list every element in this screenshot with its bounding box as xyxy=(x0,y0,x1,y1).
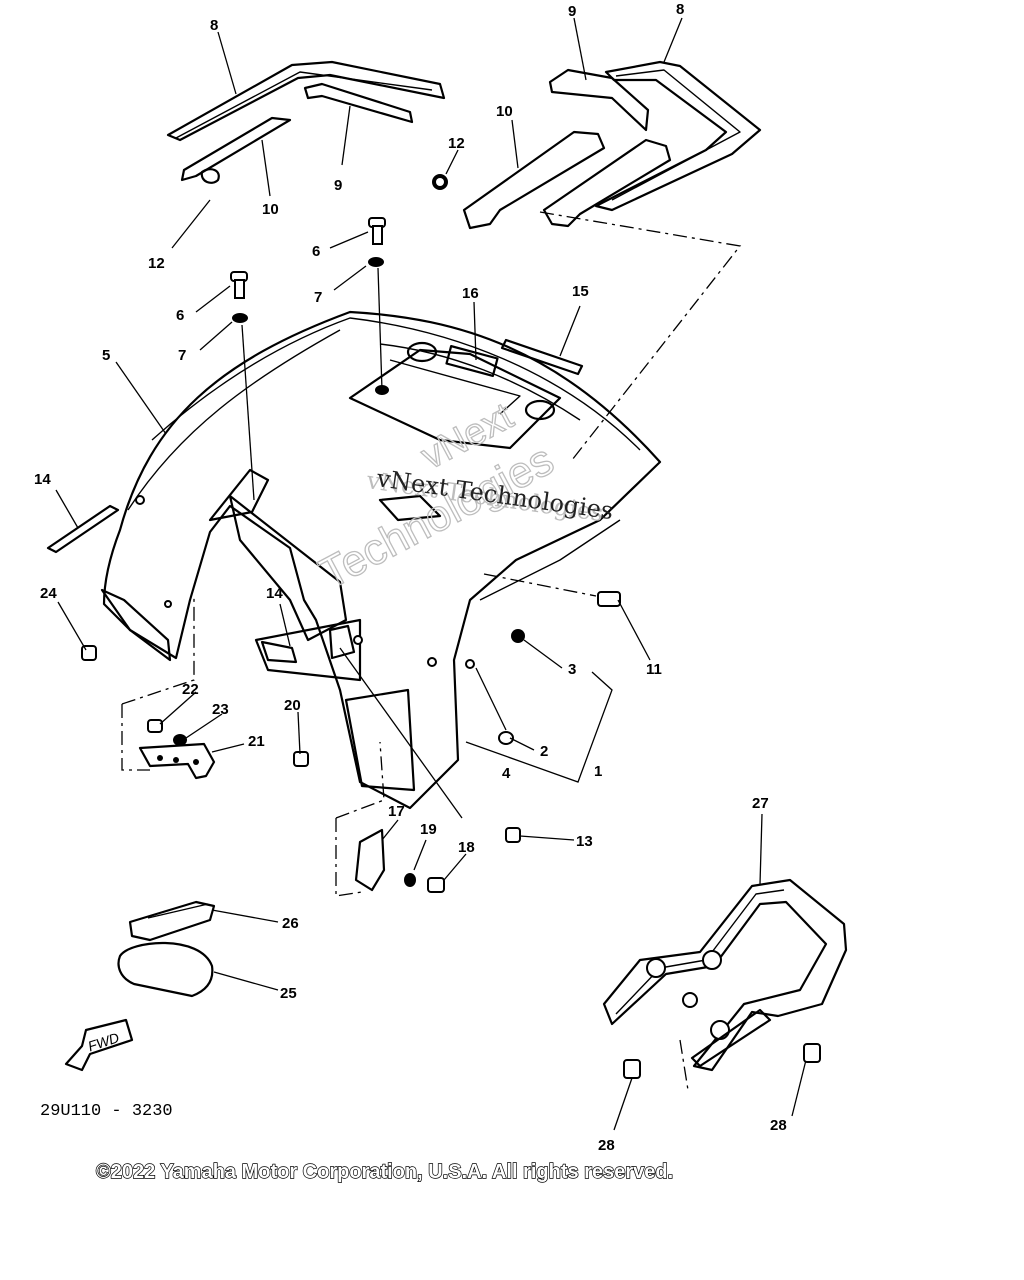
callout-6-lower: 6 xyxy=(176,307,184,324)
brackets xyxy=(81,591,621,893)
callout-11: 11 xyxy=(646,661,662,678)
drawing-code: 29U110 - 3230 xyxy=(40,1102,173,1121)
callout-19: 19 xyxy=(420,821,437,838)
callout-16: 16 xyxy=(462,285,479,302)
callout-22: 22 xyxy=(182,681,199,698)
seat-pad xyxy=(117,900,216,998)
callout-12-left: 12 xyxy=(148,255,165,272)
callout-2: 2 xyxy=(540,743,548,760)
callout-1: 1 xyxy=(594,763,602,780)
plate-group-right xyxy=(432,60,762,230)
rear-fender xyxy=(100,310,662,810)
plate-group-left xyxy=(166,60,446,184)
callout-10-right: 10 xyxy=(496,103,513,120)
callout-15: 15 xyxy=(572,283,589,300)
callout-28-right: 28 xyxy=(770,1117,787,1134)
callout-24: 24 xyxy=(40,585,57,602)
decals xyxy=(46,338,584,554)
fwd-arrow: FWD xyxy=(64,1018,134,1072)
callout-9-right: 9 xyxy=(568,3,576,20)
callout-28-left: 28 xyxy=(598,1137,615,1154)
callout-23: 23 xyxy=(212,701,229,718)
leader-lines xyxy=(55,17,807,1131)
bolts-and-washers xyxy=(230,217,386,501)
callout-7-upper: 7 xyxy=(314,289,322,306)
callout-21: 21 xyxy=(248,733,265,750)
callout-9-left: 9 xyxy=(334,177,342,194)
callout-6-upper: 6 xyxy=(312,243,320,260)
callout-5: 5 xyxy=(102,347,110,364)
callouts: 8 9 8 9 10 10 12 12 6 6 7 7 16 15 5 14 1… xyxy=(34,1,787,1154)
callout-10-left: 10 xyxy=(262,201,279,218)
copyright-notice: ©2022 Yamaha Motor Corporation, U.S.A. A… xyxy=(96,1161,673,1183)
callout-27: 27 xyxy=(752,795,769,812)
callout-7-lower: 7 xyxy=(178,347,186,364)
callout-20: 20 xyxy=(284,697,301,714)
callout-4: 4 xyxy=(502,765,511,782)
callout-3: 3 xyxy=(568,661,576,678)
callout-13: 13 xyxy=(576,833,593,850)
grab-bar xyxy=(602,878,848,1079)
watermark: vNext Technologies vNext Technologies vN… xyxy=(311,394,615,599)
callout-12-right: 12 xyxy=(448,135,465,152)
callout-25: 25 xyxy=(280,985,297,1002)
callout-17: 17 xyxy=(388,803,405,820)
callout-14-center: 14 xyxy=(266,585,283,602)
callout-14-left: 14 xyxy=(34,471,51,488)
callout-8-right: 8 xyxy=(676,1,684,18)
callout-18: 18 xyxy=(458,839,475,856)
callout-8-left: 8 xyxy=(210,17,218,34)
callout-26: 26 xyxy=(282,915,299,932)
